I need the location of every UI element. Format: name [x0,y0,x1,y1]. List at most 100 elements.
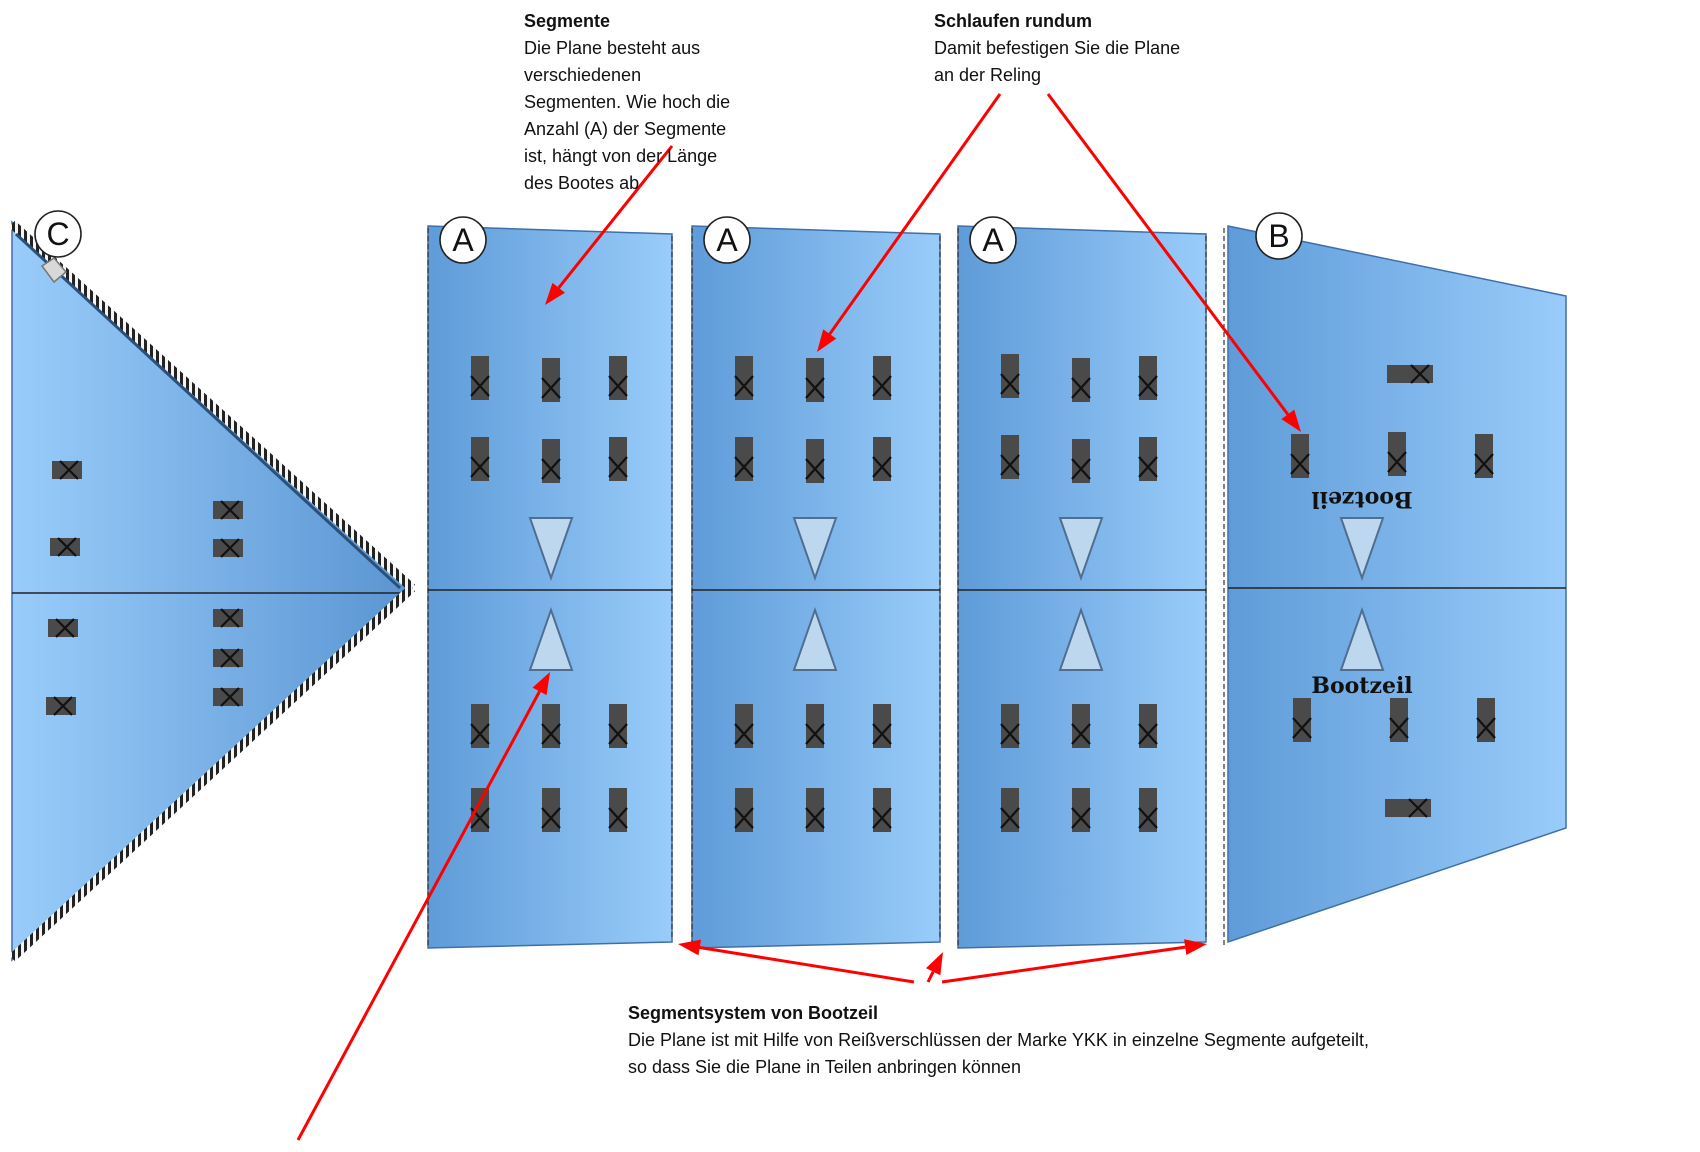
strap-cross [220,538,240,558]
strap [1072,788,1090,832]
strap-cross [872,807,892,829]
arrow-head [1281,409,1301,432]
panel-label-badge [703,216,751,264]
strap [213,688,243,706]
strap-cross [59,460,79,480]
arrow-segmente [545,145,674,305]
strap [873,356,891,400]
arrow-line [557,145,674,289]
strap-cross [608,723,628,745]
strap-cross [1000,723,1020,745]
strap-cross [1138,456,1158,478]
arrow-line [699,946,915,984]
panel-label-badge [1255,212,1303,260]
arrow-system-right [941,939,1207,984]
strap [735,356,753,400]
note-segmentsystem-line: so dass Sie die Plane in Teilen anbringe… [628,1057,1021,1077]
arrow-schlaufen-b [1046,93,1301,432]
triangle-up [1339,606,1385,671]
strap [213,609,243,627]
strap [1072,439,1090,483]
strap [609,788,627,832]
strap [806,358,824,402]
strap-cross [1071,807,1091,829]
strap-cross [1290,453,1310,475]
strap [873,788,891,832]
strap-cross [734,723,754,745]
strap [806,439,824,483]
panel-a-body [691,225,941,949]
strap [471,704,489,748]
zipper-top [8,220,416,592]
strap [806,704,824,748]
panel-a: A [957,216,1207,949]
panel-label: A [716,222,738,258]
note-segmente-line: verschiedenen [524,65,642,85]
strap-cross [220,500,240,520]
strap-cross [541,723,561,745]
arrow-head [1184,939,1207,956]
strap [46,697,76,715]
strap-cross [1071,377,1091,399]
strap [1387,365,1433,383]
strap [1072,358,1090,402]
strap-cross [55,618,75,638]
strap-cross [1138,807,1158,829]
strap [735,704,753,748]
strap-cross [541,377,561,399]
note-segmente-line: Die Plane besteht aus [524,38,701,58]
strap-cross [734,375,754,397]
strap [1001,788,1019,832]
panel-label: C [46,216,69,252]
arrow-line [296,690,541,1141]
triangle-down [1058,517,1104,582]
strap [213,539,243,557]
strap [873,704,891,748]
strap-cross [1138,375,1158,397]
strap-cross [734,807,754,829]
strap-cross [872,456,892,478]
arrow-head [545,282,565,305]
strap [471,437,489,481]
panel-label: A [982,222,1004,258]
strap-cross [1292,717,1312,739]
panel-label: A [452,222,474,258]
note-segmente-title: Segmente [524,11,611,31]
strap [1001,435,1019,479]
arrow-line [941,945,1186,984]
note-segmentsystem-line: Die Plane ist mit Hilfe von Reißverschlü… [628,1030,1370,1050]
panel-a-body [957,225,1207,949]
strap [1475,434,1493,478]
triangle-up [528,606,574,671]
strap-cross [1474,453,1494,475]
strap-cross [1000,454,1020,476]
arrow-head [532,672,550,696]
strap-cross [1071,458,1091,480]
strap-cross [57,537,77,557]
strap [542,704,560,748]
panel-label: B [1268,218,1289,254]
strap [609,437,627,481]
arrow-line [828,93,1002,335]
strap-cross [220,648,240,668]
panel-a: A [427,216,673,949]
strap-cross [1410,364,1430,384]
strap-cross [1387,451,1407,473]
strap-cross [220,608,240,628]
note-segmente-line: Anzahl (A) der Segmente [524,119,727,139]
arrow-line [926,971,935,983]
strap [1072,704,1090,748]
arrow-line [1046,93,1290,416]
strap-cross [1476,717,1496,739]
strap-cross [872,723,892,745]
strap [1139,437,1157,481]
strap [1139,704,1157,748]
zipper-pull-icon [40,257,68,284]
strap-cross [805,458,825,480]
strap [1139,356,1157,400]
strap-cross [470,456,490,478]
strap [735,437,753,481]
strap [542,439,560,483]
panel-c: C [8,210,416,962]
